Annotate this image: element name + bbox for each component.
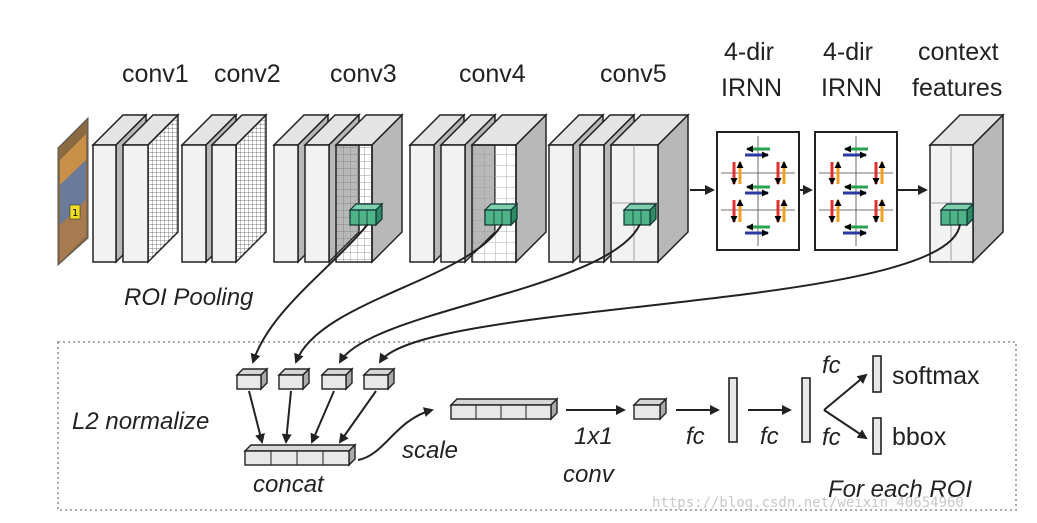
conv4-label: conv4: [459, 60, 526, 88]
pooled-features: [235, 367, 396, 391]
irnn-block-2: [814, 131, 898, 251]
branch-arrows: [823, 373, 868, 440]
context-label-line2: features: [912, 74, 1002, 102]
conv2-label: conv2: [214, 60, 281, 88]
fc-layer-1: [728, 377, 738, 443]
conv3-block: [272, 113, 404, 264]
watermark: https://blog.csdn.net/weixin_40654960: [652, 495, 964, 511]
roi-cube-conv3: [348, 202, 384, 227]
conv2-block: [180, 113, 268, 264]
roi-cube-conv5: [622, 202, 658, 227]
irnn-block-1: [716, 131, 800, 251]
svg-text:1: 1: [72, 208, 78, 219]
conv1-block: [91, 113, 180, 264]
for-each-roi-label: For each ROI: [828, 476, 972, 503]
fc-label-2: fc: [760, 423, 779, 450]
irnn2-label-line2: IRNN: [821, 74, 882, 102]
fc-layer-2: [801, 377, 811, 443]
context-label-line1: context: [918, 38, 999, 66]
concat-label: concat: [253, 471, 325, 498]
l2-normalize-label: L2 normalize: [72, 408, 209, 435]
normalize-arrows: [248, 390, 377, 444]
scale-label: scale: [402, 437, 458, 464]
scaled-block: [449, 397, 559, 421]
fc-label-4: fc: [822, 424, 841, 451]
fc-label-3: fc: [822, 352, 841, 379]
bbox-layer: [872, 417, 882, 455]
irnn1-label-line1: 4-dir: [724, 38, 774, 66]
irnn-direction-arrows-2: [828, 145, 886, 237]
roi-cube-conv4: [483, 202, 519, 227]
conv5-label: conv5: [600, 60, 667, 88]
roi-pooling-arrows: [250, 223, 961, 364]
roi-panel-border: [57, 341, 1017, 511]
irnn1-label-line2: IRNN: [721, 74, 782, 102]
context-features-block: [928, 113, 1005, 264]
conv1x1-output: [632, 397, 668, 421]
irnn-direction-arrows-1: [730, 145, 788, 237]
input-image: 1: [57, 116, 89, 267]
conv5-block: [547, 113, 690, 264]
bbox-label: bbox: [892, 423, 947, 451]
scale-arrow: [357, 407, 434, 461]
roi-pooling-label: ROI Pooling: [124, 284, 254, 311]
conv1x1-label-line2: conv: [563, 461, 616, 488]
conv1-label: conv1: [122, 60, 189, 88]
softmax-label: softmax: [892, 362, 980, 390]
concat-block: [243, 443, 357, 467]
irnn2-label-line1: 4-dir: [823, 38, 873, 66]
conv1x1-label-line1: 1x1: [574, 423, 613, 450]
conv3-label: conv3: [330, 60, 397, 88]
conv4-block: [408, 113, 548, 264]
softmax-layer: [872, 355, 882, 393]
fc-label-1: fc: [686, 423, 705, 450]
roi-cube-context: [939, 202, 975, 227]
